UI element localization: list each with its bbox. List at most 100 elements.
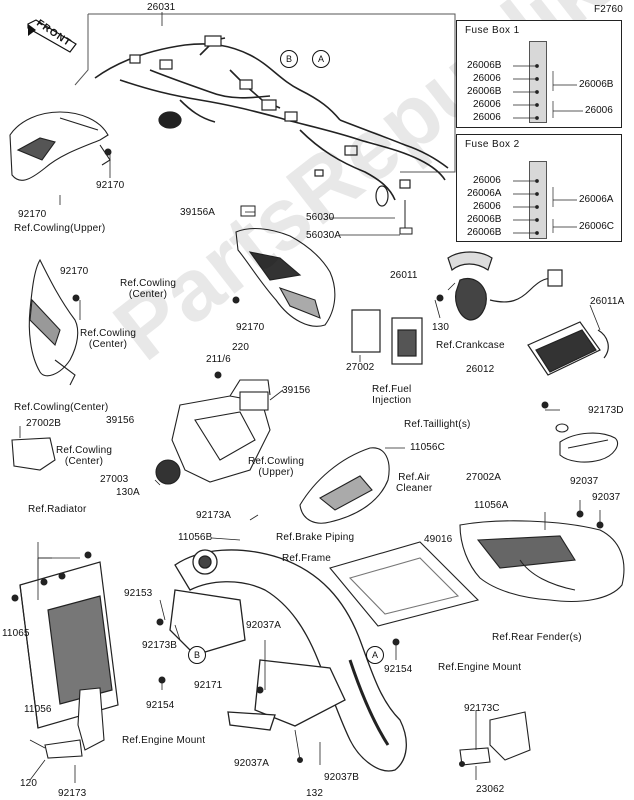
part-26012: 26012 bbox=[466, 364, 495, 375]
part-92037-a: 92037 bbox=[570, 476, 599, 487]
ref-radiator: Ref.Radiator bbox=[28, 504, 87, 515]
fuse-2-row-3: 26006 bbox=[473, 201, 501, 212]
part-27002: 27002 bbox=[346, 362, 375, 373]
part-92154-b: 92154 bbox=[146, 700, 175, 711]
part-39156-a: 39156 bbox=[282, 385, 311, 396]
part-23062: 23062 bbox=[476, 784, 505, 795]
callout-a-frame: A bbox=[366, 646, 384, 664]
radiator bbox=[19, 561, 119, 729]
part-27002a: 27002A bbox=[466, 472, 502, 483]
part-27003: 27003 bbox=[100, 474, 129, 485]
part-39156-b: 39156 bbox=[106, 415, 135, 426]
part-92173a: 92173A bbox=[196, 510, 232, 521]
frame bbox=[169, 549, 407, 772]
fuse-1-row-3: 26006B bbox=[467, 86, 502, 97]
part-11056c: 11056C bbox=[410, 442, 445, 453]
part-92170-d: 92170 bbox=[236, 322, 265, 333]
part-11056a: 11056A bbox=[474, 500, 509, 511]
part-92171: 92171 bbox=[194, 680, 223, 691]
ref-fuel-injection: Ref.Fuel Injection bbox=[372, 384, 412, 406]
part-130a: 130A bbox=[116, 487, 140, 498]
ref-cowling-center-3: Ref.Cowling(Center) bbox=[14, 402, 109, 413]
ref-brake-piping: Ref.Brake Piping bbox=[276, 532, 355, 543]
fuse-box-1-block bbox=[529, 41, 547, 123]
fuse-2-row-2: 26006A bbox=[467, 188, 502, 199]
part-27002b: 27002B bbox=[26, 418, 62, 429]
fuse-1-row-1: 26006B bbox=[467, 60, 502, 71]
center-cowling bbox=[235, 227, 336, 327]
part-92037a-b: 92037A bbox=[234, 758, 270, 769]
callout-b-frame: B bbox=[188, 646, 206, 664]
fuse-2-right-1: 26006A bbox=[579, 194, 614, 205]
cowling-bracket bbox=[299, 447, 390, 524]
part-92170-c: 92170 bbox=[60, 266, 89, 277]
ref-cowling-upper: Ref.Cowling(Upper) bbox=[14, 223, 106, 234]
part-56030: 56030 bbox=[306, 212, 335, 223]
rear-fender bbox=[459, 520, 625, 602]
part-92173d: 92173D bbox=[588, 405, 624, 416]
part-92037b: 92037B bbox=[324, 772, 360, 783]
upper-cowling bbox=[9, 111, 111, 181]
fuse-1-row-2: 26006 bbox=[473, 73, 501, 84]
part-130: 130 bbox=[432, 322, 449, 333]
part-120: 120 bbox=[20, 778, 37, 789]
undertray bbox=[329, 541, 480, 627]
fuse-box-2-panel: Fuse Box 2 26006 26006A 26006 26006B 260… bbox=[456, 134, 622, 242]
fuse-box-1-panel: Fuse Box 1 26006B 26006 26006B 26006 260… bbox=[456, 20, 622, 128]
arrow-icon bbox=[27, 19, 77, 53]
bracket-assembly bbox=[155, 379, 271, 485]
taillight bbox=[555, 423, 619, 463]
part-26011a: 26011A bbox=[590, 296, 625, 307]
fuse-2-row-4: 26006B bbox=[467, 214, 502, 225]
fuse-1-row-4: 26006 bbox=[473, 99, 501, 110]
fuse-box-1-leaders bbox=[513, 64, 583, 120]
part-49016: 49016 bbox=[424, 534, 453, 545]
ref-engine-mount-1: Ref.Engine Mount bbox=[438, 662, 522, 673]
part-92037-b: 92037 bbox=[592, 492, 621, 503]
fuse-1-right-1: 26006B bbox=[579, 79, 614, 90]
callout-a-top: A bbox=[312, 50, 330, 68]
ref-rear-fenders: Ref.Rear Fender(s) bbox=[492, 632, 582, 643]
ref-crankcase: Ref.Crankcase bbox=[436, 340, 505, 351]
part-92170-a: 92170 bbox=[96, 180, 125, 191]
ref-cowling-center-4: Ref.Cowling (Center) bbox=[56, 445, 113, 467]
ref-air-cleaner: Ref.Air Cleaner bbox=[396, 472, 433, 494]
figure-code: F2760 bbox=[594, 4, 623, 15]
part-92154-a: 92154 bbox=[384, 664, 413, 675]
part-220: 220 bbox=[232, 342, 249, 353]
fuse-2-right-2: 26006C bbox=[579, 221, 615, 232]
fuse-box-2-title: Fuse Box 2 bbox=[465, 139, 520, 150]
part-92173b: 92173B bbox=[142, 640, 178, 651]
crankcase-sensor bbox=[447, 251, 563, 321]
injection-relay bbox=[351, 309, 423, 365]
part-56030a: 56030A bbox=[306, 230, 342, 241]
ref-taillights: Ref.Taillight(s) bbox=[404, 419, 471, 430]
part-11065: 11065 bbox=[2, 628, 30, 639]
ecu-unit bbox=[527, 321, 609, 376]
wiring-harness bbox=[94, 37, 449, 201]
part-132: 132 bbox=[306, 788, 323, 799]
fuse-box-2-leaders bbox=[513, 179, 577, 235]
part-92173c: 92173C bbox=[464, 703, 500, 714]
fuse-box-1-title: Fuse Box 1 bbox=[465, 25, 520, 36]
part-92037a-a: 92037A bbox=[246, 620, 282, 631]
part-92153: 92153 bbox=[124, 588, 153, 599]
part-39156a: 39156A bbox=[180, 207, 216, 218]
part-211-6: 211/6 bbox=[206, 354, 231, 365]
part-92173: 92173 bbox=[58, 788, 87, 799]
ref-engine-mount-2: Ref.Engine Mount bbox=[122, 735, 206, 746]
fuse-1-right-2: 26006 bbox=[585, 105, 613, 116]
ref-cowling-upper-2: Ref.Cowling (Upper) bbox=[248, 456, 305, 478]
ref-cowling-center-2: Ref.Cowling (Center) bbox=[80, 328, 137, 350]
fuse-box-2-block bbox=[529, 161, 547, 239]
part-11056: 11056 bbox=[24, 704, 52, 715]
side-cowling bbox=[28, 258, 79, 386]
front-arrow-tag: FRONT bbox=[26, 18, 78, 54]
ref-cowling-center-1: Ref.Cowling (Center) bbox=[120, 278, 177, 300]
part-26031: 26031 bbox=[147, 2, 176, 13]
fuse-2-row-5: 26006B bbox=[467, 227, 502, 238]
fuse-1-row-5: 26006 bbox=[473, 112, 501, 123]
ref-frame: Ref.Frame bbox=[282, 553, 332, 564]
